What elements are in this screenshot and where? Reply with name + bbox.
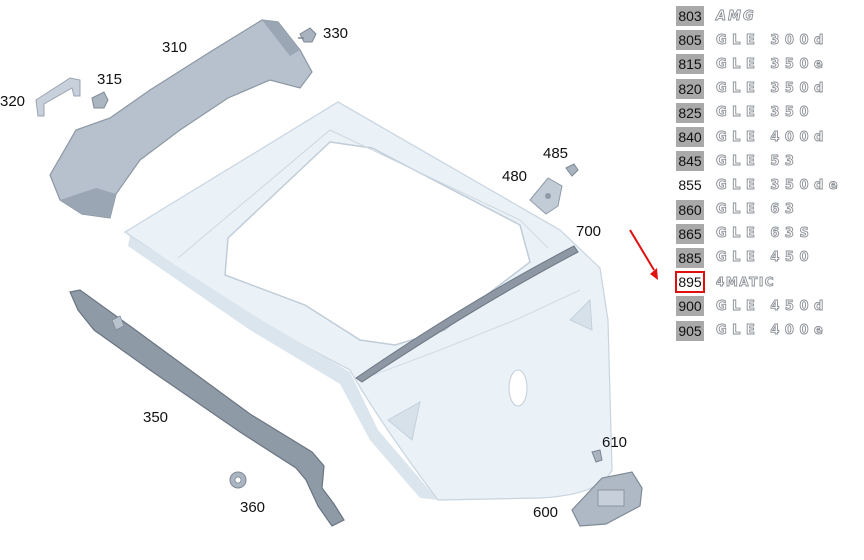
badge-code-highlighted[interactable]: 895 [675,271,705,294]
pointer-arrow [629,229,658,280]
badge-row[interactable]: 820 GLE 350d [676,77,864,101]
badge-row[interactable]: 885 GLE 450 [676,246,864,270]
callout-700[interactable]: 700 [576,223,602,240]
callout-610[interactable]: 610 [602,434,628,451]
badge-emblem: GLE 400e [716,323,829,339]
callout-310[interactable]: 310 [162,39,188,56]
badge-code[interactable]: 900 [676,296,704,317]
callout-600[interactable]: 600 [533,504,559,521]
lower-trim-strip-part[interactable] [69,289,345,527]
badge-emblem-list: 803 AMG 805 GLE 300d 815 GLE 350e 820 GL… [675,4,864,343]
badge-code[interactable]: 845 [676,151,704,172]
chrome-trim-strip-part[interactable] [355,245,579,383]
badge-code[interactable]: 865 [676,223,704,244]
badge-row[interactable]: 825 GLE 350 [676,101,864,125]
badge-row[interactable]: 905 GLE 400e [676,318,864,342]
callout-485[interactable]: 485 [543,145,569,162]
badge-emblem: GLE 300d [716,32,829,48]
badge-code[interactable]: 885 [676,247,704,268]
badge-emblem-amg: AMG [716,8,756,24]
badge-row[interactable]: 805 GLE 300d [676,28,864,52]
badge-row[interactable]: 855 GLE 350de [676,173,864,197]
clip-485-part[interactable] [565,163,579,177]
nut-360-part[interactable] [229,471,247,489]
badge-code[interactable]: 905 [676,320,704,341]
badge-row-highlighted[interactable]: 895 4MATIC [675,270,864,294]
badge-emblem: GLE 350e [716,56,829,73]
badge-emblem: GLE 63 [716,202,800,218]
badge-code[interactable]: 855 [678,177,702,194]
callout-480[interactable]: 480 [502,168,528,185]
callout-330[interactable]: 330 [323,25,349,42]
badge-code[interactable]: 860 [676,199,704,220]
badge-emblem: GLE 53 [716,153,800,169]
badge-emblem: GLE 350d [716,81,829,97]
badge-row[interactable]: 865 GLE 63S [676,222,864,246]
badge-emblem: GLE 450 [716,250,814,266]
bracket-320-part[interactable] [35,77,81,117]
callout-320[interactable]: 320 [0,93,26,110]
lock-600-part[interactable] [571,471,643,527]
badge-code[interactable]: 840 [676,127,704,148]
badge-code[interactable]: 815 [676,54,704,75]
screw-330-part[interactable] [298,27,317,43]
trunk-lid-part[interactable] [123,101,613,501]
badge-row[interactable]: 860 GLE 63 [676,198,864,222]
callout-315[interactable]: 315 [97,71,123,88]
badge-emblem-4matic: 4MATIC [716,275,776,290]
badge-emblem: GLE 450d [716,298,829,314]
callout-350[interactable]: 350 [143,409,169,426]
badge-row[interactable]: 815 GLE 350e [676,52,864,76]
badge-row[interactable]: 845 GLE 53 [676,149,864,173]
upper-interior-trim-part[interactable] [49,19,313,219]
badge-row[interactable]: 840 GLE 400d [676,125,864,149]
badge-code[interactable]: 820 [676,78,704,99]
clip-315-part[interactable] [91,91,109,109]
badge-code[interactable]: 825 [676,102,704,123]
latch-480-part[interactable] [529,177,563,215]
badge-row[interactable]: 900 GLE 450d [676,294,864,318]
badge-emblem: GLE 350 [716,105,814,121]
badge-emblem: GLE 350de [716,177,844,193]
badge-row[interactable]: 803 AMG [676,4,864,28]
badge-code[interactable]: 805 [676,30,704,51]
badge-code[interactable]: 803 [676,6,704,27]
callout-360[interactable]: 360 [240,499,266,516]
badge-emblem: GLE 400d [716,129,829,145]
badge-emblem: GLE 63S [716,226,815,242]
screw-610-part[interactable] [591,449,603,463]
